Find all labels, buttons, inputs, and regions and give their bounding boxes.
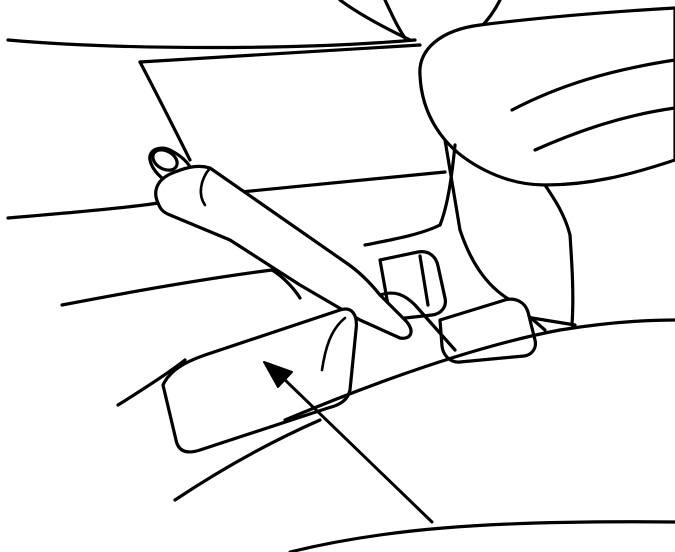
armrest-right	[420, 8, 675, 325]
